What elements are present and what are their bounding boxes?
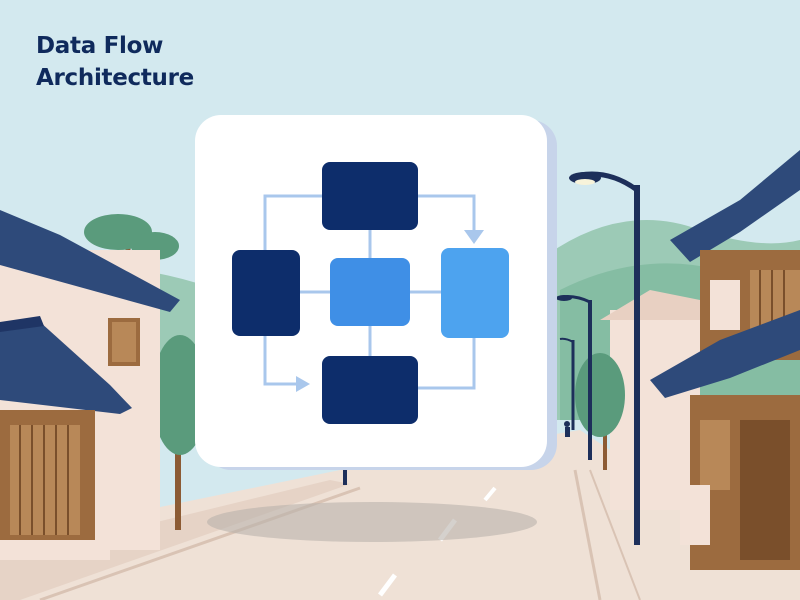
node-bottom [322, 356, 418, 424]
street-lamp-mid [556, 295, 592, 460]
flowchart-icon [232, 162, 509, 424]
street-lamp-near [569, 171, 640, 545]
curb-line-right [573, 469, 602, 600]
house-left-front [0, 316, 132, 560]
house-right-back [600, 290, 700, 510]
tree-left-bottom [152, 335, 208, 530]
node-right [441, 248, 509, 338]
pedestrian [564, 421, 570, 437]
node-left [232, 250, 300, 336]
tree-right [575, 353, 625, 470]
node-center [330, 258, 410, 326]
curb-line-right-2 [589, 469, 641, 600]
card-shadow [207, 502, 537, 542]
lane-mark [483, 486, 497, 502]
title-line-2: Architecture [36, 65, 194, 91]
house-right-front [650, 150, 800, 570]
page-title: Data Flow Architecture [36, 30, 194, 94]
node-top [322, 162, 418, 230]
title-line-1: Data Flow [36, 33, 164, 59]
lane-mark [378, 573, 397, 597]
street-lamp-far [559, 337, 575, 430]
connector-lines [263, 194, 484, 392]
